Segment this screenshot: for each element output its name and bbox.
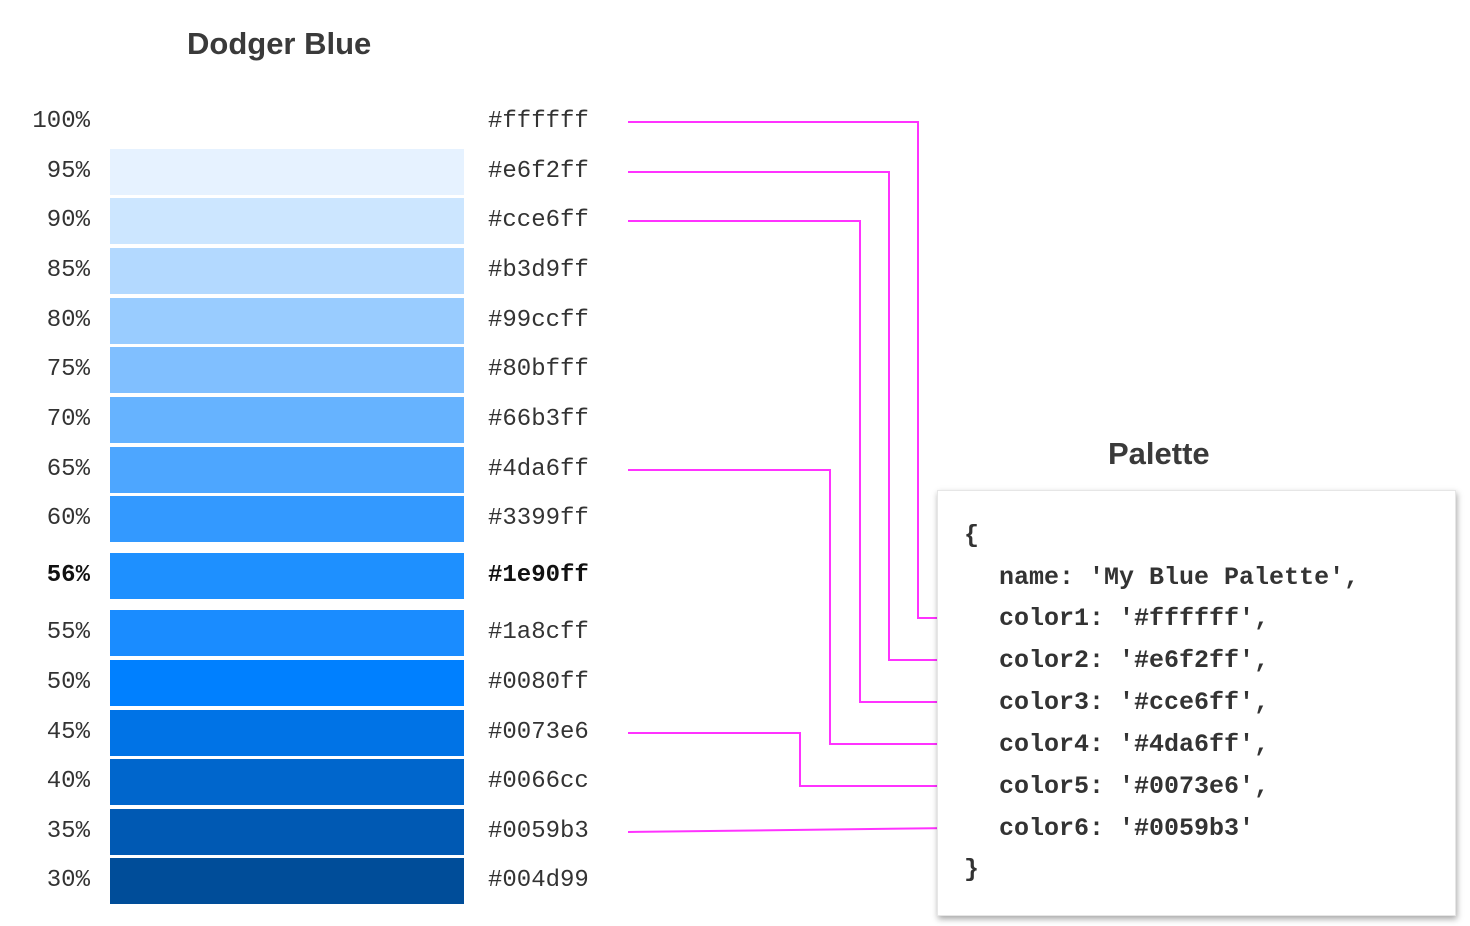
percent-label: 45% xyxy=(46,719,90,746)
hex-label: #1e90ff xyxy=(488,562,589,589)
color-swatch xyxy=(110,610,464,656)
color-swatch xyxy=(110,198,464,244)
color-swatch xyxy=(110,149,464,195)
percent-label: 35% xyxy=(46,818,90,845)
color-swatch xyxy=(110,710,464,756)
percent-label: 75% xyxy=(46,356,90,383)
code-color-line: color5: '#0073e6', xyxy=(999,772,1270,801)
percent-label: 65% xyxy=(46,456,90,483)
palette-title: Palette xyxy=(1108,436,1210,471)
hex-label: #ffffff xyxy=(488,108,589,135)
hex-label: #0059b3 xyxy=(488,818,589,845)
hex-label: #0073e6 xyxy=(488,719,589,746)
connector-line xyxy=(628,732,955,787)
color-swatch xyxy=(110,759,464,805)
color-swatch xyxy=(110,858,464,904)
connector-line xyxy=(628,220,955,703)
code-color-line: color6: '#0059b3' xyxy=(999,814,1255,843)
color-swatch xyxy=(110,660,464,706)
percent-label: 95% xyxy=(46,158,90,185)
color-swatch xyxy=(110,809,464,855)
code-close-brace: } xyxy=(964,855,980,884)
hex-label: #3399ff xyxy=(488,505,589,532)
percent-label: 50% xyxy=(46,669,90,696)
connector-line xyxy=(628,469,955,745)
color-swatch xyxy=(110,347,464,393)
percent-label: 70% xyxy=(46,406,90,433)
scale-title: Dodger Blue xyxy=(187,26,372,61)
percent-label: 60% xyxy=(46,505,90,532)
color-swatch xyxy=(110,298,464,344)
percent-label: 100% xyxy=(32,108,90,135)
percent-label: 80% xyxy=(46,307,90,334)
percent-label: 56% xyxy=(46,562,90,589)
hex-label: #004d99 xyxy=(488,867,589,894)
hex-label: #1a8cff xyxy=(488,619,589,646)
color-swatch xyxy=(110,447,464,493)
color-swatch xyxy=(110,397,464,443)
color-swatch xyxy=(110,553,464,599)
connector-line xyxy=(628,121,955,619)
code-color-line: color1: '#ffffff', xyxy=(999,604,1270,633)
code-name-line: name: 'My Blue Palette', xyxy=(999,563,1360,592)
hex-label: #80bfff xyxy=(488,356,589,383)
color-swatch xyxy=(110,248,464,294)
code-color-line: color3: '#cce6ff', xyxy=(999,688,1270,717)
connector-line xyxy=(627,827,956,833)
connector-line xyxy=(628,171,955,661)
hex-label: #0080ff xyxy=(488,669,589,696)
hex-label: #99ccff xyxy=(488,307,589,334)
code-color-line: color4: '#4da6ff', xyxy=(999,730,1270,759)
hex-label: #0066cc xyxy=(488,768,589,795)
palette-code-box: { name: 'My Blue Palette', color1: '#fffff… xyxy=(937,490,1456,916)
percent-label: 90% xyxy=(46,207,90,234)
percent-label: 55% xyxy=(46,619,90,646)
hex-label: #cce6ff xyxy=(488,207,589,234)
code-open-brace: { xyxy=(964,521,980,550)
hex-label: #e6f2ff xyxy=(488,158,589,185)
code-color-line: color2: '#e6f2ff', xyxy=(999,646,1270,675)
percent-label: 30% xyxy=(46,867,90,894)
hex-label: #b3d9ff xyxy=(488,257,589,284)
color-swatch xyxy=(110,496,464,542)
hex-label: #66b3ff xyxy=(488,406,589,433)
percent-label: 85% xyxy=(46,257,90,284)
percent-label: 40% xyxy=(46,768,90,795)
hex-label: #4da6ff xyxy=(488,456,589,483)
